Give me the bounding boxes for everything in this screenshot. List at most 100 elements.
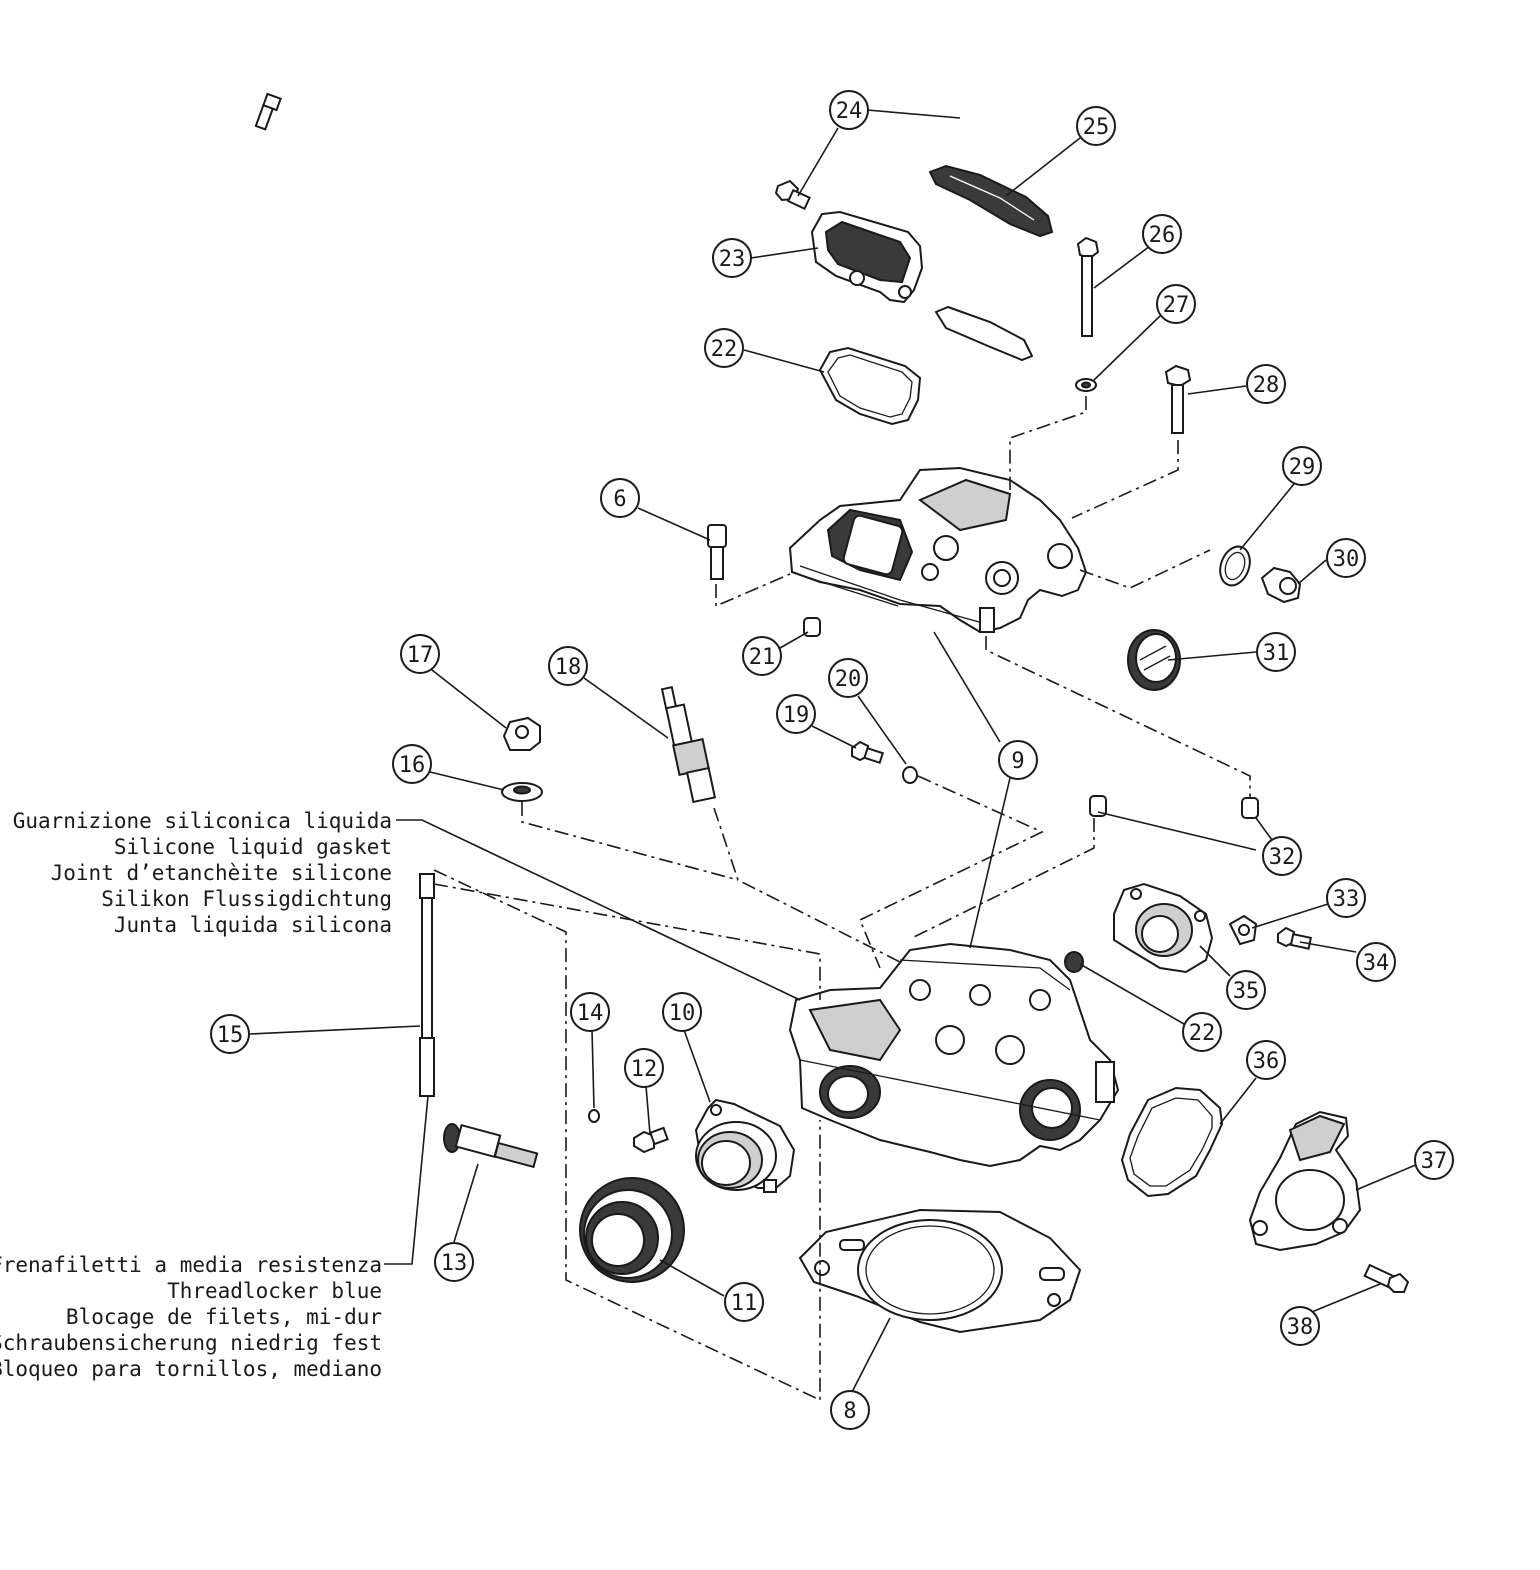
svg-text:26: 26 bbox=[1149, 223, 1176, 248]
callout-17: 17 bbox=[400, 634, 440, 674]
gasket-plate bbox=[934, 305, 1034, 362]
callout-14: 14 bbox=[570, 992, 610, 1032]
svg-text:10: 10 bbox=[669, 1001, 696, 1026]
bolt-12 bbox=[633, 1126, 669, 1154]
callout-28: 28 bbox=[1246, 364, 1286, 404]
callout-13: 13 bbox=[434, 1242, 474, 1282]
note-silicone-es: Junta liquida silicona bbox=[114, 913, 392, 937]
plate-25 bbox=[928, 164, 1054, 238]
callout-38: 38 bbox=[1280, 1306, 1320, 1346]
svg-text:29: 29 bbox=[1289, 455, 1316, 480]
plug-30 bbox=[1260, 566, 1302, 604]
callout-35: 35 bbox=[1226, 970, 1266, 1010]
note-silicone-de: Silikon Flussigdichtung bbox=[101, 887, 392, 911]
washer-16 bbox=[501, 782, 543, 802]
leader-lines bbox=[249, 109, 1419, 1393]
svg-text:9: 9 bbox=[1011, 749, 1024, 774]
callout-6: 6 bbox=[600, 478, 640, 518]
note-silicone-it: Guarnizione siliconica liquida bbox=[13, 809, 392, 833]
washer-20 bbox=[902, 766, 918, 784]
callouts: 24 25 23 26 27 22 28 29 6 30 21 31 17 18… bbox=[210, 90, 1454, 1430]
callout-34: 34 bbox=[1356, 942, 1396, 982]
svg-text:22: 22 bbox=[1189, 1021, 1216, 1046]
note-threadlocker-es: Bloqueo para tornillos, mediano bbox=[0, 1357, 382, 1381]
callout-37: 37 bbox=[1414, 1140, 1454, 1180]
svg-text:20: 20 bbox=[835, 667, 862, 692]
sensor-13 bbox=[443, 1123, 539, 1169]
svg-text:24: 24 bbox=[836, 99, 863, 124]
callout-20: 20 bbox=[828, 658, 868, 698]
callout-36: 36 bbox=[1246, 1040, 1286, 1080]
callout-18: 18 bbox=[548, 646, 588, 686]
cam-cover bbox=[788, 466, 1088, 634]
svg-text:12: 12 bbox=[631, 1057, 658, 1082]
svg-text:27: 27 bbox=[1163, 293, 1190, 318]
cover-23 bbox=[810, 210, 924, 304]
callout-21: 21 bbox=[742, 636, 782, 676]
svg-text:11: 11 bbox=[731, 1291, 758, 1316]
bolt-34 bbox=[1277, 926, 1313, 950]
svg-text:38: 38 bbox=[1287, 1315, 1314, 1340]
head-gasket-8 bbox=[798, 1208, 1082, 1334]
note-threadlocker-fr: Blocage de filets, mi-dur bbox=[66, 1305, 382, 1329]
note-silicone-gasket: Guarnizione siliconica liquida Silicone … bbox=[13, 809, 392, 937]
svg-text:15: 15 bbox=[217, 1023, 244, 1048]
callout-15: 15 bbox=[210, 1014, 250, 1054]
note-threadlocker-en: Threadlocker blue bbox=[167, 1279, 382, 1303]
callout-33: 33 bbox=[1326, 878, 1366, 918]
callout-32: 32 bbox=[1262, 836, 1302, 876]
callout-26: 26 bbox=[1142, 214, 1182, 254]
cylinder-head-9 bbox=[788, 942, 1120, 1168]
pipe-15 bbox=[419, 873, 435, 1097]
svg-text:16: 16 bbox=[399, 753, 426, 778]
svg-text:35: 35 bbox=[1233, 979, 1260, 1004]
svg-text:30: 30 bbox=[1333, 547, 1360, 572]
bolt-24b bbox=[774, 179, 811, 210]
svg-text:32: 32 bbox=[1269, 845, 1296, 870]
note-threadlocker: Frenafiletti a media resistenza Threadlo… bbox=[0, 1253, 382, 1381]
bolt-26 bbox=[1076, 236, 1100, 337]
note-threadlocker-de: Schraubensicherung niedrig fest bbox=[0, 1331, 382, 1355]
callout-25: 25 bbox=[1076, 106, 1116, 146]
dowel-21 bbox=[803, 617, 821, 637]
callout-30: 30 bbox=[1326, 538, 1366, 578]
housing-35 bbox=[1113, 882, 1214, 974]
spark-plug-18 bbox=[660, 685, 717, 804]
parts-artwork bbox=[254, 92, 1410, 1334]
note-silicone-fr: Joint d’etanchèite silicone bbox=[51, 861, 392, 885]
svg-text:36: 36 bbox=[1253, 1049, 1280, 1074]
bolt-19 bbox=[851, 740, 885, 764]
dowel-32a bbox=[1089, 795, 1107, 817]
svg-text:23: 23 bbox=[719, 247, 746, 272]
callout-29: 29 bbox=[1282, 446, 1322, 486]
intake-flange-10 bbox=[694, 1098, 796, 1193]
note-threadlocker-it: Frenafiletti a media resistenza bbox=[0, 1253, 382, 1277]
bolt-6 bbox=[707, 524, 727, 580]
svg-text:6: 6 bbox=[613, 487, 626, 512]
svg-text:25: 25 bbox=[1083, 115, 1110, 140]
nut-17 bbox=[502, 716, 541, 751]
callout-19: 19 bbox=[776, 694, 816, 734]
cap-31 bbox=[1127, 629, 1181, 691]
callout-24: 24 bbox=[829, 90, 869, 130]
note-silicone-en: Silicone liquid gasket bbox=[114, 835, 392, 859]
svg-text:18: 18 bbox=[555, 655, 582, 680]
callout-8: 8 bbox=[830, 1390, 870, 1430]
gasket-36 bbox=[1120, 1086, 1224, 1198]
oring-29 bbox=[1219, 545, 1251, 587]
svg-text:13: 13 bbox=[441, 1251, 468, 1276]
svg-text:22: 22 bbox=[711, 337, 738, 362]
callout-9: 9 bbox=[998, 740, 1038, 780]
svg-text:31: 31 bbox=[1263, 641, 1290, 666]
intake-boot-11 bbox=[579, 1177, 685, 1283]
pump-cover-37 bbox=[1248, 1110, 1362, 1252]
svg-text:17: 17 bbox=[407, 643, 434, 668]
bolt-24a bbox=[254, 92, 282, 131]
callout-16: 16 bbox=[392, 744, 432, 784]
callout-12: 12 bbox=[624, 1048, 664, 1088]
svg-text:34: 34 bbox=[1363, 951, 1390, 976]
oring-14 bbox=[588, 1109, 600, 1123]
svg-text:8: 8 bbox=[843, 1399, 856, 1424]
bolt-28 bbox=[1164, 364, 1192, 434]
